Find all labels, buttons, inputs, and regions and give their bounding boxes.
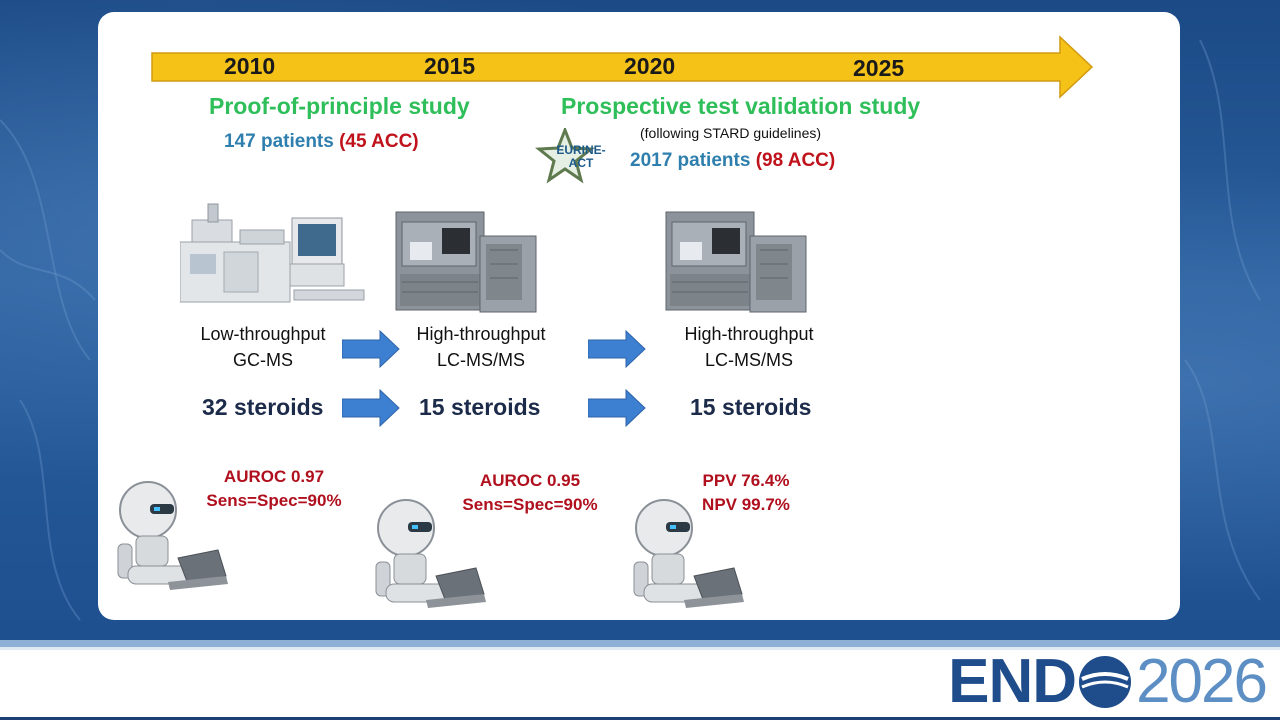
- method-1-line1: Low-throughput: [200, 324, 326, 344]
- badge-label: EURINE- ACT: [553, 144, 609, 170]
- right-arrow-icon: [342, 330, 400, 368]
- proof-patients-count: 147 patients: [224, 131, 334, 152]
- endo-2026-logo: END 2026: [948, 647, 1268, 716]
- logo-end-text: END: [948, 647, 1077, 716]
- lc-ms-machine-icon-2: [665, 211, 807, 313]
- footer-bar: [0, 640, 1280, 720]
- metric-1-auroc: AUROC 0.97: [223, 467, 325, 486]
- slide-content: 2010 2015 2020 2025 Proof-of-principle s…: [98, 12, 1180, 620]
- proof-study-title: Proof-of-principle study: [209, 93, 470, 119]
- year-2015: 2015: [424, 53, 476, 79]
- prospective-acc-count: (98 ACC): [755, 150, 836, 171]
- footer-bottom-line: [0, 717, 1280, 720]
- right-arrow-icon: [342, 389, 400, 427]
- logo-year-text: 2026: [1136, 647, 1268, 716]
- method-2-line2: LC-MS/MS: [436, 350, 525, 370]
- right-arrow-icon: [588, 330, 646, 368]
- method-label-1: Low-throughput GC-MS: [168, 321, 358, 373]
- badge-line1: EURINE-: [556, 143, 606, 157]
- lc-ms-machine-icon-1: [395, 211, 537, 313]
- robot-with-laptop-icon: [375, 499, 486, 608]
- timeline-arrow: [151, 35, 1094, 99]
- robot-with-laptop-icon: [633, 499, 744, 608]
- proof-study-patients: 147 patients (45 ACC): [224, 131, 419, 153]
- prospective-study-title: Prospective test validation study: [561, 93, 921, 119]
- eurine-act-badge: EURINE- ACT: [535, 128, 619, 186]
- year-2010: 2010: [224, 53, 276, 79]
- method-3-line1: High-throughput: [684, 324, 814, 344]
- method-label-2: High-throughput LC-MS/MS: [386, 321, 576, 373]
- metrics-3: PPV 76.4% NPV 99.7%: [686, 469, 806, 517]
- right-arrow-icon: [588, 389, 646, 427]
- background-pattern: [0, 39, 1261, 621]
- method-2-line1: High-throughput: [416, 324, 546, 344]
- metrics-1: AUROC 0.97 Sens=Spec=90%: [194, 465, 354, 513]
- metric-3-npv: NPV 99.7%: [702, 495, 790, 514]
- year-2020: 2020: [624, 53, 676, 79]
- metric-3-ppv: PPV 76.4%: [702, 471, 790, 490]
- prospective-patients-count: 2017 patients: [630, 150, 751, 171]
- method-label-3: High-throughput LC-MS/MS: [654, 321, 844, 373]
- metric-2-sens: Sens=Spec=90%: [462, 495, 598, 514]
- method-3-line2: LC-MS/MS: [704, 350, 793, 370]
- steroids-count-3: 15 steroids: [690, 394, 812, 420]
- method-1-line2: GC-MS: [233, 350, 293, 370]
- footer-stripe: [0, 640, 1280, 647]
- robot-with-laptop-icon: [117, 481, 228, 590]
- metric-2-auroc: AUROC 0.95: [479, 471, 581, 490]
- gc-ms-machine-icon: [180, 203, 365, 303]
- prospective-study-patients: 2017 patients (98 ACC): [630, 150, 835, 172]
- steroids-count-1: 32 steroids: [202, 394, 324, 420]
- globe-icon: [1079, 656, 1132, 708]
- badge-line2: ACT: [568, 156, 594, 170]
- stard-note: (following STARD guidelines): [640, 125, 822, 141]
- year-2025: 2025: [853, 55, 905, 81]
- footer-stripe-light: [0, 647, 1280, 650]
- steroids-count-2: 15 steroids: [419, 394, 541, 420]
- metrics-2: AUROC 0.95 Sens=Spec=90%: [450, 469, 610, 517]
- metric-1-sens: Sens=Spec=90%: [206, 491, 342, 510]
- star-badge-icon: [535, 128, 595, 184]
- proof-acc-count: (45 ACC): [339, 131, 419, 152]
